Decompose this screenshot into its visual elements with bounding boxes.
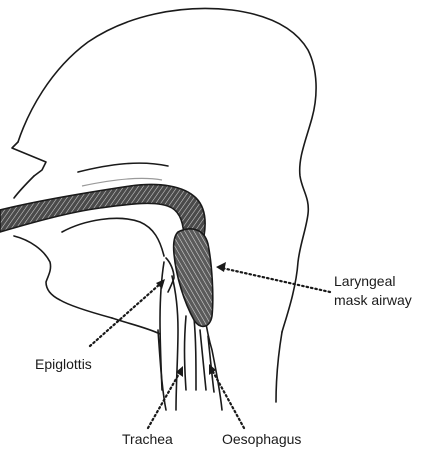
trachea-left	[185, 316, 187, 390]
label-oesophagus: Oesophagus	[222, 431, 301, 448]
arrowhead-lma	[216, 262, 226, 272]
epiglottis-inner	[172, 276, 178, 410]
arrowhead-epiglottis	[156, 279, 165, 289]
lower-lip-chin	[14, 236, 112, 318]
label-trachea: Trachea	[122, 431, 173, 448]
label-laryngeal-mask-airway-line2: mask airway	[334, 292, 412, 309]
trachea-right	[194, 318, 196, 390]
oesophagus-left	[200, 330, 206, 390]
lma-cuff	[174, 229, 213, 327]
face-forehead-nose	[12, 142, 46, 176]
label-epiglottis: Epiglottis	[35, 356, 92, 373]
neck-back	[276, 332, 282, 402]
head-profile-outline	[18, 8, 316, 332]
label-laryngeal-mask-airway-line1: Laryngeal	[334, 273, 396, 290]
epiglottis-shape	[166, 258, 174, 292]
palate-line	[78, 163, 168, 172]
pointer-oesophagus	[212, 370, 244, 428]
pointer-trachea	[148, 372, 180, 428]
laryngeal-mask-airway	[0, 178, 213, 326]
lma-tube	[0, 185, 205, 241]
jaw-line	[112, 318, 160, 334]
tongue-outline	[62, 218, 164, 256]
pointer-lma	[222, 268, 330, 292]
upper-lip	[14, 176, 34, 198]
